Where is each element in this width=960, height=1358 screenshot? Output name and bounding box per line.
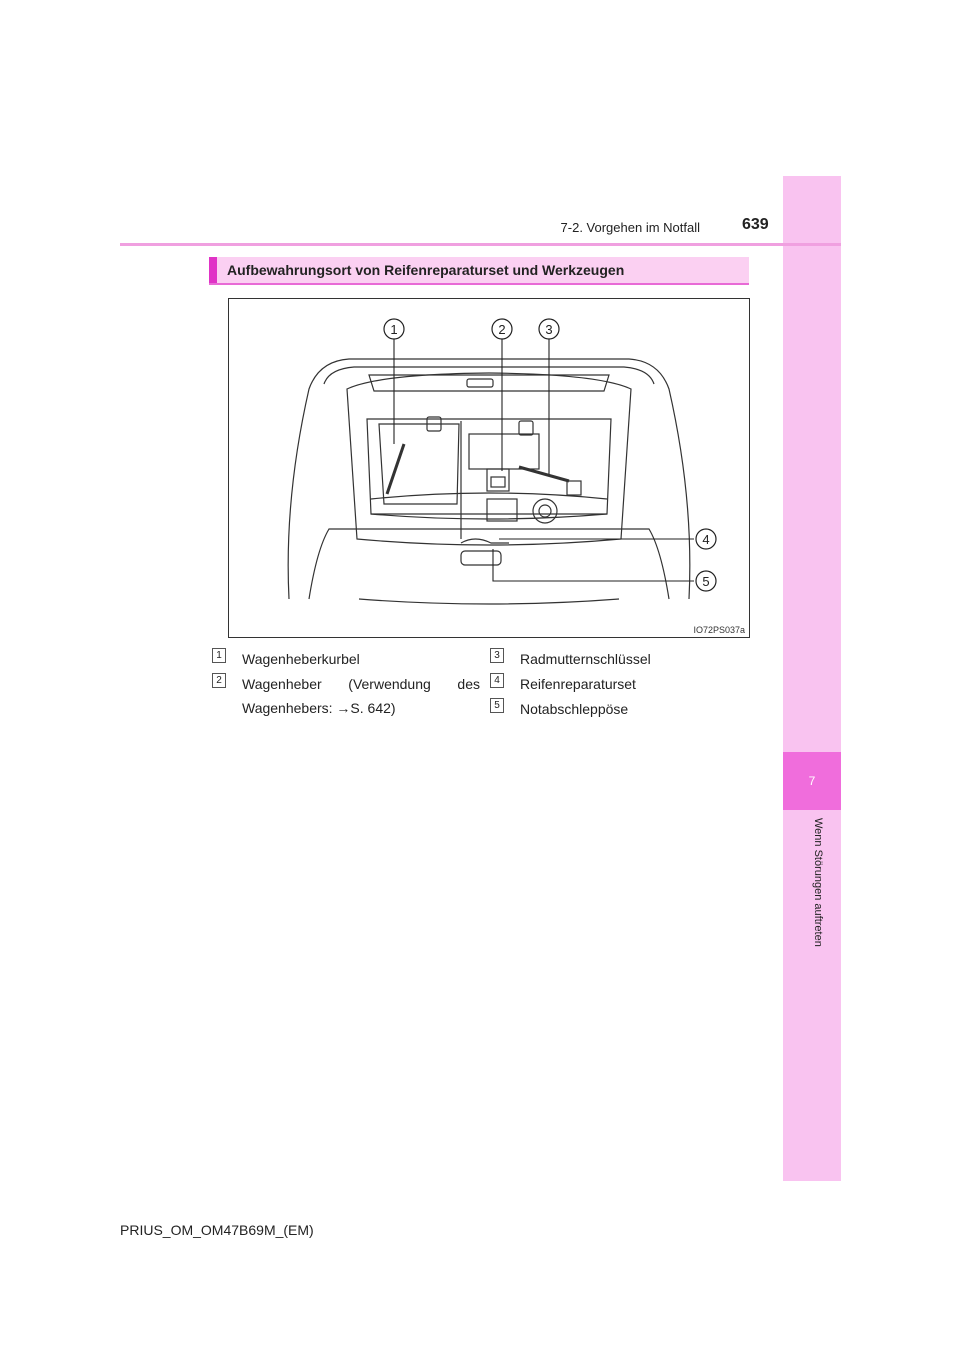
legend-number: 2: [212, 673, 226, 688]
legend-label: Wagenheberkurbel: [242, 651, 360, 667]
legend-item-5: 5 Notabschleppöse: [490, 697, 628, 717]
legend-label: Radmutternschlüssel: [520, 651, 651, 667]
figure-code: IO72PS037a: [693, 625, 745, 635]
trunk-drawing: 1 2 3 4 5: [287, 318, 717, 605]
section-title: Aufbewahrungsort von Reifenreparaturset …: [227, 262, 625, 278]
chapter-side-tab: [783, 176, 841, 1181]
chapter-number: 7: [783, 752, 841, 810]
header-divider: [120, 243, 841, 246]
legend-item-2: 2 Wagenheber (Verwendung des Wagenhebers…: [212, 672, 480, 716]
callout-2: 2: [498, 322, 505, 337]
legend-label: Wagenheber (Verwendung des Wagenhebers: …: [242, 676, 480, 716]
callout-1: 1: [390, 322, 397, 337]
callout-4: 4: [702, 532, 709, 547]
legend-number: 5: [490, 698, 504, 713]
legend-item-4: 4 Reifenreparaturset: [490, 672, 636, 692]
legend-label: Reifenreparaturset: [520, 676, 636, 692]
page-number: 639: [742, 216, 769, 233]
trunk-illustration: 1 2 3 4 5 IO72PS037a: [228, 298, 750, 638]
section-heading-accent: [209, 257, 217, 283]
header-section-title: 7-2. Vorgehen im Notfall: [560, 220, 700, 235]
legend-number: 1: [212, 648, 226, 663]
section-heading-bar: Aufbewahrungsort von Reifenreparaturset …: [209, 257, 749, 285]
legend-number: 4: [490, 673, 504, 688]
legend-label: Notabschleppöse: [520, 701, 629, 717]
legend-item-1: 1 Wagenheberkurbel: [212, 647, 360, 667]
document-code: PRIUS_OM_OM47B69M_(EM): [120, 1222, 314, 1238]
callout-3: 3: [545, 322, 552, 337]
legend-item-3: 3 Radmutternschlüssel: [490, 647, 651, 667]
legend-number: 3: [490, 648, 504, 663]
chapter-title: Wenn Störungen auftreten: [812, 818, 824, 947]
callout-5: 5: [702, 574, 709, 589]
